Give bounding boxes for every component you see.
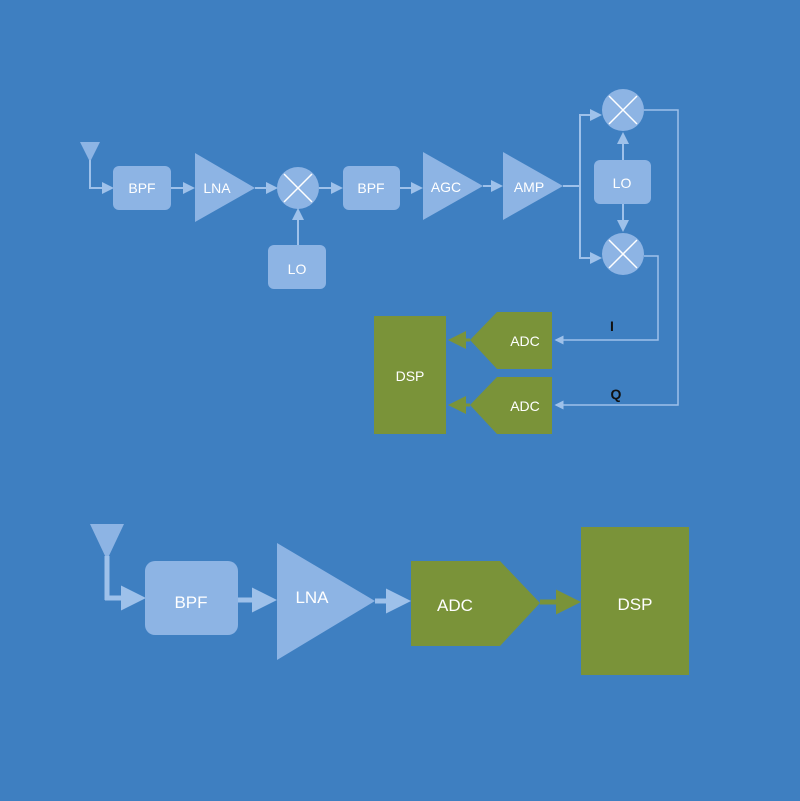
antenna-icon-large	[90, 524, 124, 600]
adc-i-label: ADC	[510, 333, 540, 349]
bpf-block: BPF	[113, 166, 171, 210]
mixer-icon	[277, 167, 319, 209]
adc-q-label: ADC	[510, 398, 540, 414]
bottom-receiver-chain: BPF LNA ADC DSP	[90, 524, 689, 675]
dsp-label: DSP	[396, 368, 425, 384]
adc-block-large: ADC	[411, 561, 540, 646]
mixer-q-icon	[602, 89, 644, 131]
bpf-label: BPF	[128, 180, 155, 196]
amp-amplifier: AMP	[503, 152, 563, 220]
adc-q-block: ADC	[470, 377, 552, 434]
dsp-block: DSP	[374, 316, 446, 434]
lna-label: LNA	[203, 180, 231, 196]
quadrature-split-wires	[563, 109, 602, 264]
bpf-label-2: BPF	[357, 180, 384, 196]
lna-large-label: LNA	[295, 588, 329, 607]
lo-label: LO	[288, 261, 307, 277]
amp-label: AMP	[514, 179, 544, 195]
mixer-i-icon	[602, 233, 644, 275]
adc-large-label: ADC	[437, 596, 473, 615]
local-oscillator-block: LO	[268, 245, 326, 289]
i-channel-label: I	[610, 318, 614, 334]
bpf-large-label: BPF	[174, 593, 207, 612]
adc-i-block: ADC	[470, 312, 552, 369]
bpf-block-large: BPF	[145, 561, 238, 635]
dsp-large-label: DSP	[618, 595, 653, 614]
lna-amplifier-large: LNA	[277, 543, 375, 660]
local-oscillator-quadrature-block: LO	[594, 160, 651, 204]
lna-amplifier: LNA	[195, 153, 255, 222]
lo-quadrature-label: LO	[613, 175, 632, 191]
q-channel-label: Q	[611, 386, 622, 402]
mixer-output-wires	[554, 109, 679, 410]
agc-label: AGC	[431, 179, 461, 195]
bpf-block-2: BPF	[343, 166, 400, 210]
dsp-block-large: DSP	[581, 527, 689, 675]
top-receiver-chain: BPF LNA LO BPF AGC	[80, 89, 679, 434]
antenna-icon	[80, 142, 100, 188]
agc-amplifier: AGC	[423, 152, 483, 220]
